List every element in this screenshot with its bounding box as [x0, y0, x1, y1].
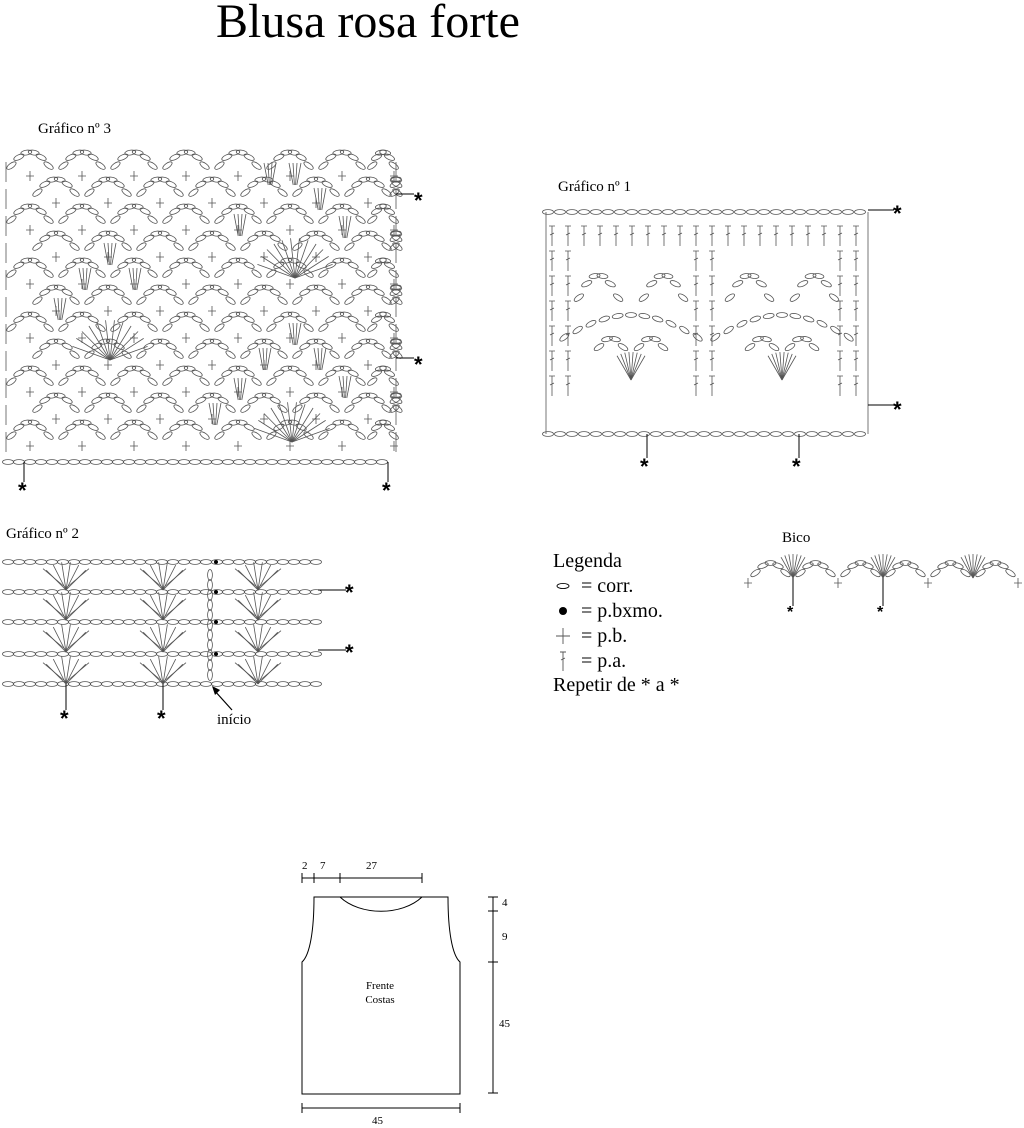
- start-label: início: [217, 712, 252, 728]
- legend: Legenda = corr. = p.bxmo. = p.b. = p.a. …: [553, 549, 680, 697]
- legend-text: = corr.: [581, 574, 634, 597]
- garment-schematic: [301, 873, 498, 1113]
- double-crochet-icon: [560, 651, 566, 671]
- bico-diagram: [743, 554, 1023, 589]
- repeat-star: *: [893, 397, 902, 422]
- chart3-label: Gráfico nº 3: [38, 121, 111, 137]
- chart2-diagram: [2, 559, 322, 687]
- repeat-star: *: [877, 604, 884, 621]
- repeat-star: *: [893, 201, 902, 226]
- dimension-label: 9: [502, 931, 508, 943]
- legend-text: = p.a.: [581, 649, 627, 672]
- chart3-diagram: [2, 148, 404, 465]
- slip-stitch-icon: [559, 606, 567, 615]
- bico-label: Bico: [782, 530, 811, 546]
- panel-label-back: Costas: [365, 994, 395, 1006]
- legend-heading: Legenda: [553, 550, 622, 572]
- repeat-star: *: [345, 580, 354, 605]
- repeat-star: *: [787, 604, 794, 621]
- repeat-leaders: [23, 193, 894, 710]
- chart1-label: Gráfico nº 1: [558, 179, 631, 195]
- legend-item: = p.a.: [553, 648, 680, 673]
- dimension-label: 4: [502, 897, 508, 909]
- repeat-star: *: [792, 454, 801, 479]
- chart2-label: Gráfico nº 2: [6, 526, 79, 542]
- dimension-label: 7: [320, 860, 326, 872]
- repeat-star: *: [640, 454, 649, 479]
- legend-item: = p.bxmo.: [553, 598, 680, 623]
- start-arrow: [212, 686, 233, 711]
- repeat-star: *: [18, 478, 27, 503]
- dimension-label: 45: [372, 1115, 383, 1127]
- dimension-label: 2: [302, 860, 308, 872]
- repeat-star: *: [60, 706, 69, 731]
- legend-text: = p.bxmo.: [581, 599, 663, 622]
- chain-stitch-icon: [556, 582, 570, 589]
- chart1-diagram: [542, 209, 869, 437]
- dimension-label: 27: [366, 860, 377, 872]
- repeat-star: *: [157, 706, 166, 731]
- single-crochet-icon: [556, 627, 570, 644]
- panel-label-front: Frente: [365, 980, 395, 992]
- repeat-note: Repetir de * a *: [553, 674, 680, 696]
- repeat-star: *: [345, 640, 354, 665]
- legend-text: = p.b.: [581, 624, 628, 647]
- legend-item: = corr.: [553, 573, 680, 598]
- repeat-star: *: [414, 352, 423, 377]
- repeat-star: *: [382, 478, 391, 503]
- page-title: Blusa rosa forte: [216, 0, 520, 48]
- repeat-star: *: [414, 188, 423, 213]
- dimension-label: 45: [499, 1018, 510, 1030]
- legend-item: = p.b.: [553, 623, 680, 648]
